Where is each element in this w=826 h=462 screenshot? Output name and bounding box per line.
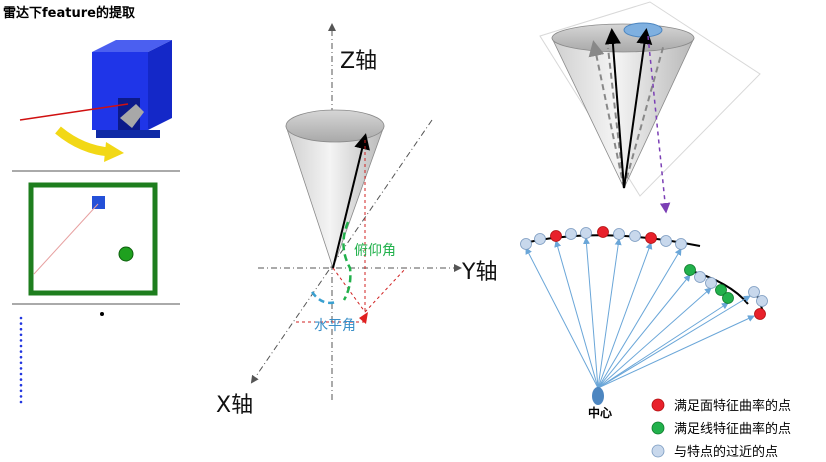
- column-point: [19, 355, 23, 359]
- pitch-angle-label: 俯仰角: [354, 243, 396, 259]
- column-point: [19, 327, 23, 331]
- cone-top: [285, 109, 385, 143]
- column-point: [19, 372, 23, 376]
- center-rays: [525, 237, 755, 389]
- right-cone-top: [551, 23, 695, 53]
- near-point: [705, 277, 717, 289]
- plane-point: [597, 226, 609, 238]
- rotation-arrow-head-icon: [104, 142, 124, 162]
- point-column: [19, 316, 23, 404]
- projection-y: [364, 267, 407, 313]
- beam-vector: [332, 133, 370, 269]
- near-point: [565, 228, 577, 240]
- horizontal-angle-arc: [310, 291, 337, 305]
- plane-point: [645, 232, 657, 244]
- scan-ray-b: [623, 28, 653, 189]
- center-ray: [597, 315, 755, 389]
- column-point: [19, 378, 23, 381]
- center-label: 中心: [588, 405, 612, 420]
- pitch-angle-arc: [342, 221, 352, 301]
- figure-title: 雷达下feature的提取: [3, 5, 136, 21]
- column-point: [19, 383, 23, 387]
- center-ray: [597, 295, 751, 389]
- near-point: [660, 235, 672, 247]
- column-point: [19, 400, 23, 404]
- near-point: [748, 286, 760, 298]
- near-point: [629, 230, 641, 242]
- center-ray: [554, 240, 599, 389]
- neighbor-ray-3: [623, 43, 665, 189]
- center-ray: [597, 238, 622, 389]
- column-point: [19, 395, 23, 398]
- column-point: [19, 333, 23, 337]
- legend-marker-edge: [651, 421, 665, 435]
- column-point: [19, 367, 23, 370]
- selected-region: [623, 22, 663, 38]
- near-point: [756, 295, 768, 307]
- column-point: [19, 344, 23, 348]
- scan-area-border: [28, 182, 158, 296]
- target-object: [118, 246, 134, 262]
- center-ray: [597, 274, 691, 389]
- sensor-marker: [92, 196, 105, 209]
- scan-points: [520, 226, 768, 320]
- neighbor-ray-1: [588, 40, 625, 189]
- center-ray: [597, 242, 653, 389]
- near-point: [520, 238, 532, 250]
- legend-label-plane: 满足面特征曲率的点: [674, 398, 791, 414]
- horizontal-angle-label: 水平角: [314, 318, 356, 334]
- edge-point: [715, 284, 727, 296]
- plane-point: [550, 230, 562, 242]
- legend-marker-plane: [651, 398, 665, 412]
- projected-point-icon: [359, 312, 368, 324]
- center-ray: [582, 237, 599, 389]
- laser-beam: [19, 103, 129, 121]
- column-point: [19, 350, 23, 353]
- z-axis-label: Z轴: [340, 49, 377, 74]
- column-point: [19, 339, 23, 342]
- center-ray: [597, 287, 712, 389]
- near-point: [675, 238, 687, 250]
- column-point: [19, 361, 23, 365]
- near-point: [613, 228, 625, 240]
- legend-label-near: 与特点的过近的点: [674, 444, 778, 460]
- center-ray: [525, 247, 599, 389]
- x-axis: [250, 119, 433, 384]
- x-axis-label: X轴: [216, 393, 253, 418]
- edge-point: [684, 264, 696, 276]
- near-point: [694, 271, 706, 283]
- column-point: [19, 316, 23, 320]
- single-point: [100, 312, 104, 316]
- center-ray: [597, 302, 729, 389]
- legend-label-edge: 满足线特征曲率的点: [674, 421, 791, 437]
- edge-point: [722, 292, 734, 304]
- column-point: [19, 389, 23, 393]
- scan-ray: [33, 203, 99, 275]
- near-point: [534, 233, 546, 245]
- y-axis-label: Y轴: [461, 260, 497, 285]
- zoom-arrow: [647, 35, 671, 214]
- legend: 满足面特征曲率的点 满足线特征曲率的点 与特点的过近的点: [651, 398, 791, 460]
- scan-ray-a: [604, 28, 625, 189]
- center-point: [592, 387, 604, 405]
- sensor-box: [92, 40, 172, 138]
- center-ray: [597, 248, 682, 389]
- plane-point: [754, 308, 766, 320]
- column-point: [19, 322, 23, 325]
- legend-marker-near: [651, 444, 665, 458]
- near-point: [580, 227, 592, 239]
